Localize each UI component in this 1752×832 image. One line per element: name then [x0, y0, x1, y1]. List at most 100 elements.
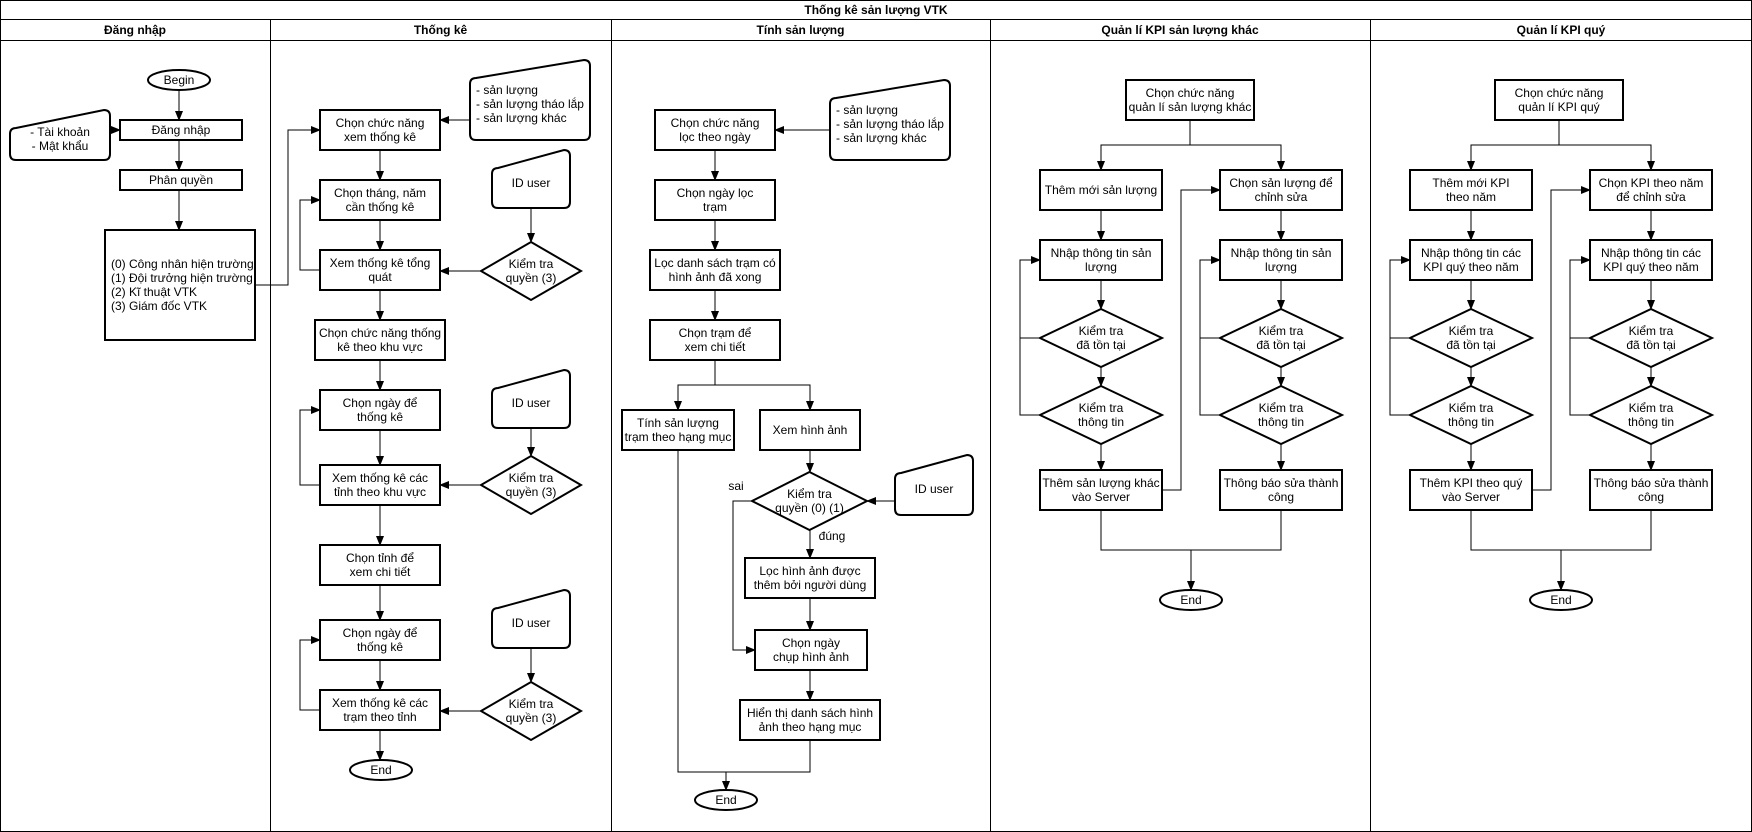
- node-label: Chọn chức năng: [671, 116, 760, 130]
- node-label: Kiểm tra: [1079, 324, 1124, 338]
- rect-shape: [1409, 169, 1533, 211]
- node-label: - Mật khẩu: [32, 139, 89, 153]
- node-label: vào Server: [1072, 490, 1130, 504]
- connector: [299, 196, 321, 271]
- node-label: Begin: [164, 73, 195, 87]
- node-label: trạm theo tỉnh: [343, 710, 416, 724]
- node-label: Kiểm tra: [1259, 324, 1304, 338]
- node-tk-end: End: [349, 759, 413, 781]
- node-label: xem chi tiết: [685, 340, 746, 354]
- node-label: Kiểm tra: [1079, 401, 1124, 415]
- diamond-shape: [1217, 384, 1345, 446]
- node-label: End: [715, 793, 736, 807]
- node-label: Thêm mới sản lượng: [1045, 183, 1157, 197]
- rect-shape: [1219, 169, 1343, 211]
- node-k1-end: End: [1159, 589, 1223, 611]
- node-label: Hiển thị danh sách hình: [747, 706, 873, 720]
- diamond-shape: [1407, 307, 1535, 369]
- node-label: Chọn ngày: [782, 636, 840, 650]
- rect-shape: [1589, 469, 1713, 511]
- diamond-shape: [1407, 384, 1535, 446]
- node-begin: Begin: [147, 69, 211, 91]
- node-roles: (0) Công nhân hiện trường(1) Đội trưởng …: [104, 229, 256, 341]
- node-label: Xem hình ảnh: [773, 423, 848, 437]
- node-label: Xem thống kê các: [332, 471, 428, 485]
- rect-shape: [319, 464, 441, 506]
- node-label: xem chi tiết: [350, 565, 411, 579]
- node-label: lượng: [1265, 260, 1297, 274]
- node-label: quyền (3): [506, 271, 557, 285]
- node-label: Kiểm tra: [1259, 401, 1304, 415]
- connector: [1199, 338, 1220, 416]
- node-label: Lọc danh sách trạm có: [654, 256, 776, 270]
- ellipse-shape: [147, 69, 211, 91]
- node-label: Đăng nhập: [152, 123, 211, 137]
- connector-layer: [110, 90, 1655, 791]
- connector: [299, 636, 321, 711]
- node-label: quyền (0) (1): [775, 501, 844, 515]
- node-label: Kiểm tra: [1629, 324, 1674, 338]
- node-label: quản lí sản lượng khác: [1129, 100, 1252, 114]
- node-label: ID user: [915, 482, 954, 496]
- node-label: ảnh theo hạng mục: [759, 720, 862, 734]
- node-label: để chỉnh sửa: [1616, 190, 1686, 204]
- manual-shape: [9, 108, 111, 161]
- rect-shape: [1125, 79, 1255, 121]
- ellipse-shape: [349, 759, 413, 781]
- connector: [715, 384, 814, 411]
- connector: [1559, 144, 1655, 171]
- rect-shape: [1039, 169, 1163, 211]
- node-label: công: [1638, 490, 1664, 504]
- lane-header-thong-ke: Thống kê: [414, 23, 468, 37]
- node-label: Kiểm tra: [787, 487, 832, 501]
- node-label: Nhập thông tin sản: [1231, 246, 1332, 260]
- node-label: (0) Công nhân hiện trường: [111, 257, 254, 271]
- node-label: thống kê: [357, 410, 403, 424]
- manual-shape: [829, 78, 951, 161]
- node-label: Chọn chức năng: [1515, 86, 1604, 100]
- connector: [1569, 338, 1590, 416]
- connector: [299, 406, 321, 486]
- rect-shape: [104, 229, 256, 341]
- connector: [1467, 120, 1560, 171]
- node-sl-xem-hinh-anh: Xem hình ảnh: [759, 409, 861, 451]
- node-label: đã tồn tại: [1446, 338, 1495, 352]
- lane-header-dang-nhap: Đăng nhập: [104, 23, 166, 37]
- rect-shape: [119, 169, 243, 191]
- node-label: - Tài khoản: [30, 125, 90, 139]
- node-label: Nhập thông tin sản: [1051, 246, 1152, 260]
- rect-shape: [649, 249, 781, 291]
- node-label: Kiểm tra: [509, 257, 554, 271]
- diamond-shape: [1037, 384, 1165, 446]
- edge-label-dung: đúng: [819, 529, 846, 543]
- diamond-shape: [1037, 307, 1165, 369]
- manual-shape: [491, 368, 571, 429]
- rect-shape: [319, 109, 441, 151]
- node-tk-options: - sản lượng- sản lượng tháo lắp- sản lượ…: [469, 58, 591, 141]
- rect-shape: [654, 109, 776, 151]
- node-label: End: [1550, 593, 1571, 607]
- node-label: Kiểm tra: [509, 697, 554, 711]
- node-tk-id-user-1: ID user: [491, 148, 571, 209]
- rect-shape: [319, 619, 441, 661]
- manual-shape: [894, 453, 974, 516]
- node-label: chỉnh sửa: [1255, 190, 1308, 204]
- connector: [1097, 120, 1191, 171]
